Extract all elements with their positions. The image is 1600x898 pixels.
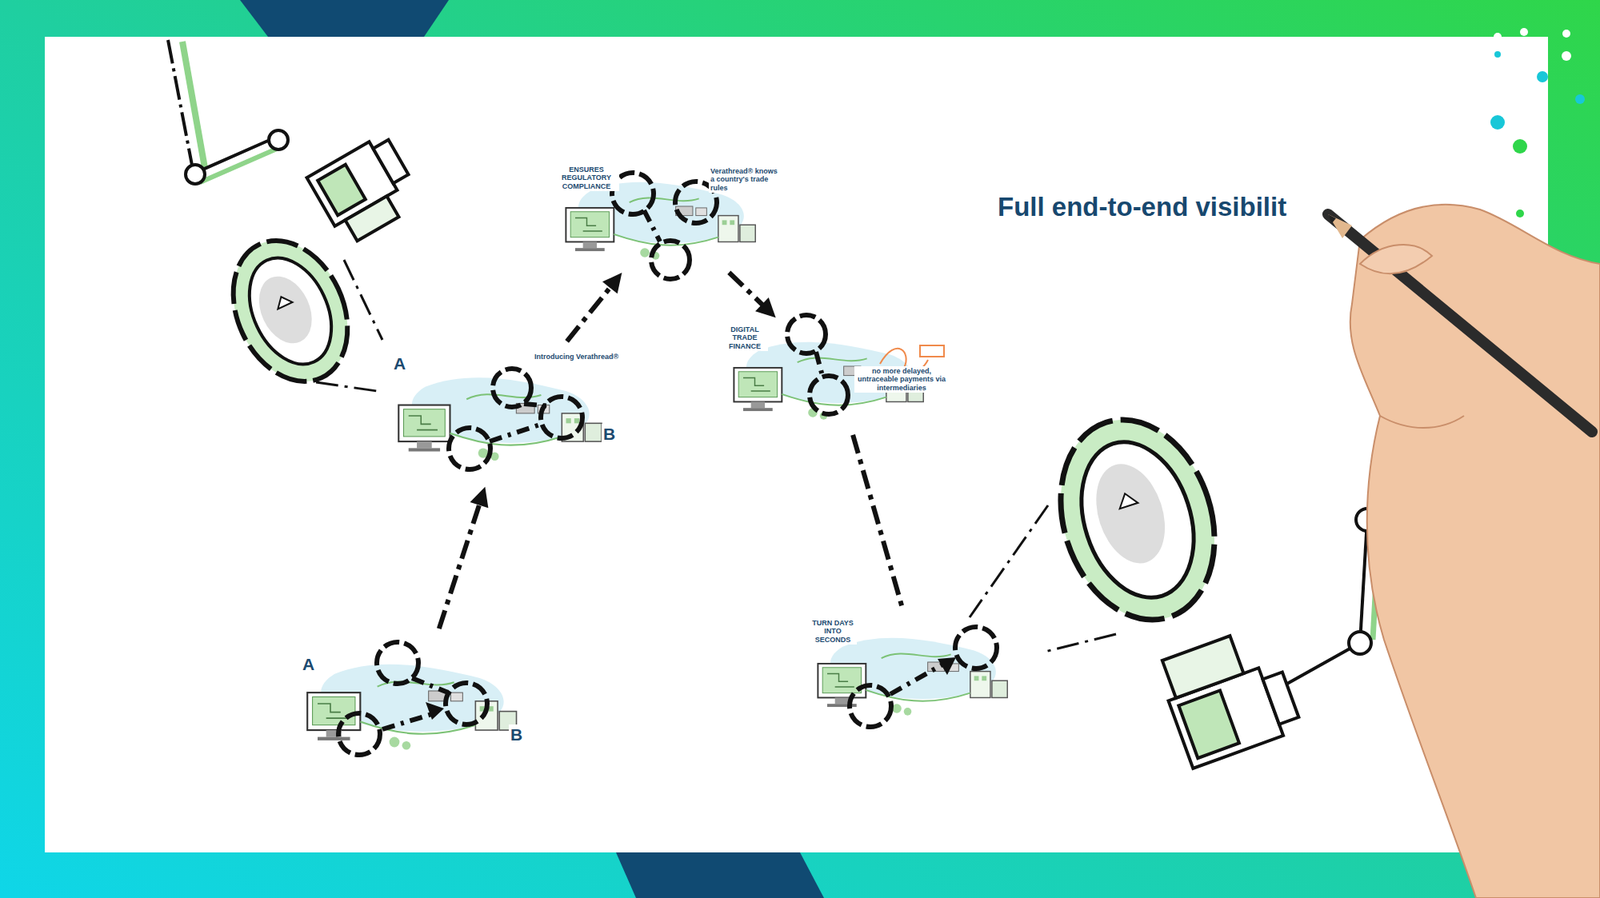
flow-arrow — [567, 272, 623, 342]
flow-arrow — [728, 272, 776, 318]
panel-caption: no more delayed, untraceable payments vi… — [854, 366, 949, 393]
frame-slant — [616, 852, 824, 898]
flow-line — [852, 435, 903, 609]
callout-letter: B — [508, 724, 530, 746]
white-board — [44, 36, 1548, 853]
camera — [1154, 623, 1303, 768]
panel-node: ENSURES REGULATORY COMPLIANCE Verathread®… — [552, 158, 786, 271]
flow-line — [439, 502, 480, 629]
decor-dots — [1490, 28, 1585, 218]
arrowhead — [470, 487, 489, 509]
flow-line — [567, 285, 612, 342]
step-circles — [338, 172, 997, 756]
robot-arm — [168, 40, 288, 184]
panel-node: TURN DAYS INTO SECONDS — [804, 612, 1036, 728]
panel-node: DIGITAL TRADE FINANCE no more delayed, un… — [720, 320, 952, 432]
panel-node: AB — [296, 632, 536, 768]
inner-links — [382, 210, 944, 730]
flow-arrow — [852, 435, 903, 609]
leader-lines — [316, 260, 383, 392]
panel-caption: ENSURES REGULATORY COMPLIANCE — [553, 164, 620, 192]
frame-slant — [240, 0, 449, 37]
panel-node: A B Introducing Verathread® — [392, 344, 626, 484]
panel-caption: Verathread® knows a country's trade rule… — [708, 166, 783, 193]
flow-line — [728, 272, 764, 308]
callout-letter: B — [601, 424, 623, 445]
callout-letter: A — [300, 654, 322, 676]
arrowhead — [755, 297, 776, 318]
panel-caption: Introducing Verathread® — [532, 352, 623, 362]
heading: Full end-to-end visibilit — [997, 192, 1287, 223]
panel-caption: DIGITAL TRADE FINANCE — [721, 324, 768, 352]
flow-arrow — [439, 487, 489, 629]
camera — [307, 132, 425, 248]
drawing-hand — [1328, 204, 1600, 898]
panel-scenes — [307, 182, 1008, 751]
callout-letter: A — [392, 353, 413, 375]
inner-arrowhead — [425, 702, 444, 720]
magnifier — [211, 222, 369, 401]
arrowhead — [602, 272, 622, 294]
inner-arrowhead — [937, 657, 956, 676]
magnifier — [1036, 400, 1240, 640]
panel-caption: TURN DAYS INTO SECONDS — [808, 618, 857, 645]
